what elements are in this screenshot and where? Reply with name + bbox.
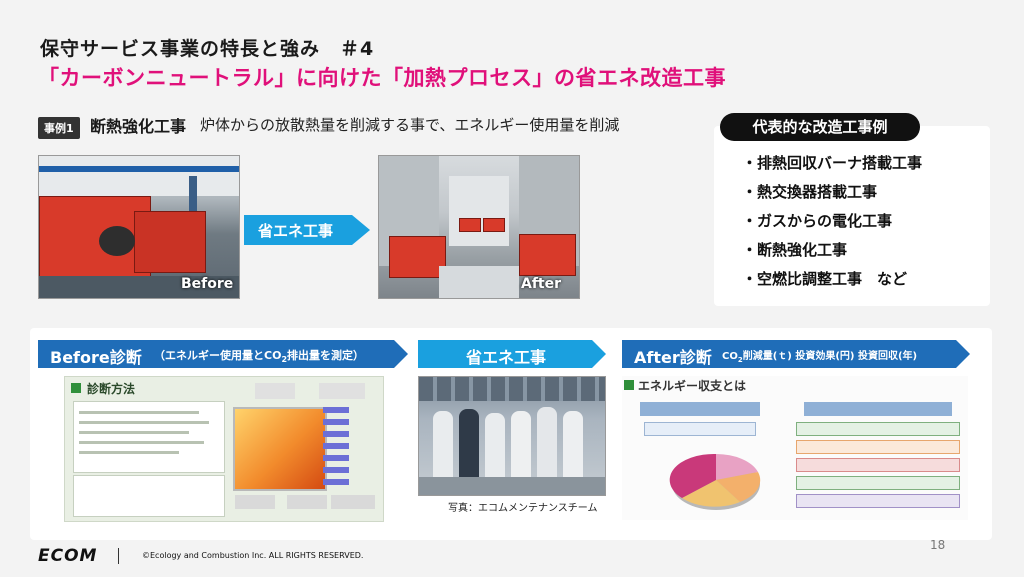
page-number: 18 [930, 538, 946, 552]
before-banner-title: Before診断 [50, 348, 142, 367]
side-item: ・断熱強化工事 [742, 241, 848, 259]
after-banner-shape [622, 340, 970, 368]
case-tag: 事例1 [38, 117, 80, 139]
after-photo: After [378, 155, 580, 299]
arrow-right-icon [244, 215, 370, 245]
after-banner-title: After診断 [634, 348, 712, 367]
representative-works-panel [714, 126, 990, 306]
page-subtitle: 「カーボンニュートラル」に向けた「加熱プロセス」の省エネ改造工事 [38, 66, 726, 90]
representative-works-badge: 代表的な改造工事例 [720, 113, 920, 141]
side-item: ・ガスからの電化工事 [742, 212, 893, 230]
side-item: ・空燃比調整工事 など [742, 270, 908, 288]
side-item: ・熱交換器搭載工事 [742, 183, 878, 201]
company-logo: ECOM [38, 546, 98, 566]
page-title: 保守サービス事業の特長と強み ＃4 [40, 38, 375, 60]
energy-balance-image: エネルギー収支とは [622, 376, 968, 520]
mid-banner-shape [418, 340, 606, 368]
side-item: ・排熱回収バーナ搭載工事 [742, 154, 923, 172]
diagnosis-title: 診断方法 [87, 382, 136, 396]
before-banner-shape [38, 340, 408, 368]
footer-divider [118, 548, 119, 564]
maintenance-team-photo [418, 376, 606, 496]
before-banner-sub: （エネルギー使用量とCO2排出量を測定） [154, 349, 365, 365]
arrow-label: 省エネ工事 [258, 222, 334, 240]
copyright-text: ©Ecology and Combustion Inc. ALL RIGHTS … [142, 551, 364, 560]
mid-banner-title: 省エネ工事 [466, 348, 547, 367]
before-label: Before [181, 276, 234, 292]
before-photo: Before [38, 155, 240, 299]
team-photo-caption: 写真：エコムメンテナンスチーム [448, 503, 598, 514]
diagnosis-method-image: 診断方法 [64, 376, 384, 522]
after-banner-sub: CO2削減量(ｔ) 投資効果(円) 投資回収(年) [722, 351, 918, 364]
energy-title: エネルギー収支とは [638, 379, 747, 393]
case-description: 炉体からの放散熱量を削減する事で、エネルギー使用量を削減 [200, 116, 620, 134]
case-title: 断熱強化工事 [90, 117, 187, 136]
after-label: After [521, 276, 562, 292]
energy-pie-graphic [669, 453, 761, 510]
